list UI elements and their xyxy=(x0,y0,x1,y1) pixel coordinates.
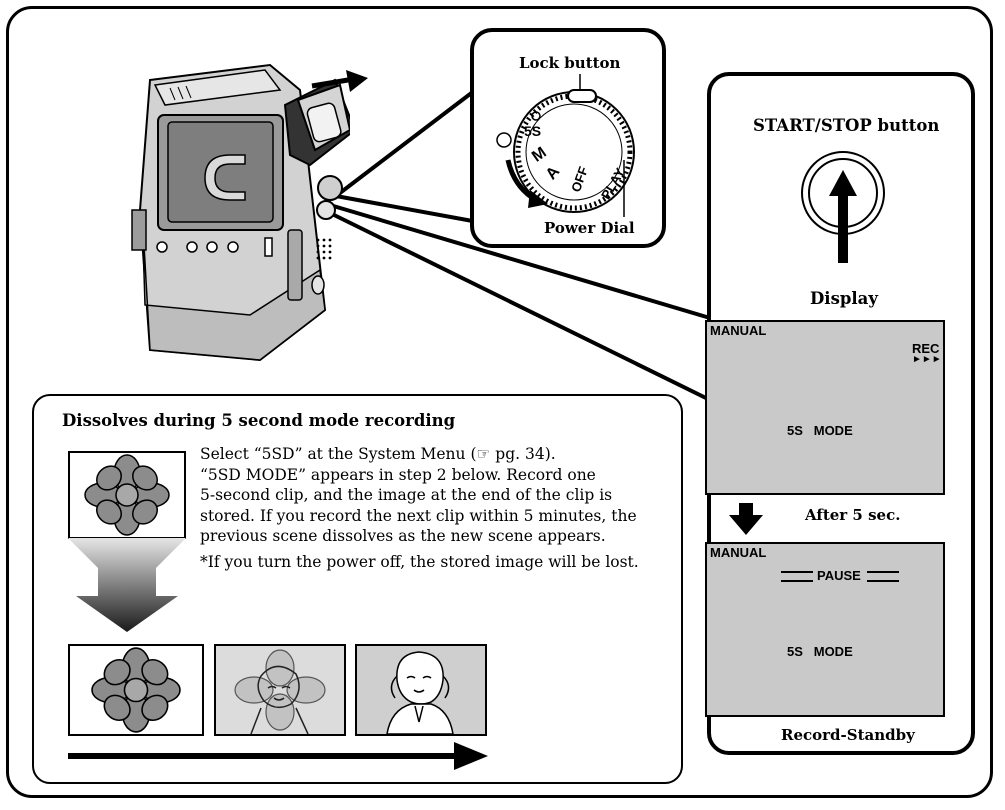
lcd-rec-text: REC xyxy=(912,341,940,356)
after-5sec-label: After 5 sec. xyxy=(805,506,901,524)
power-off-note: *If you turn the power off, the stored i… xyxy=(200,553,639,571)
woman-image-end xyxy=(355,644,487,736)
lcd-5s-mode-text: 5S MODE xyxy=(787,423,853,438)
dissolve-box: Dissolves during 5 second mode recording… xyxy=(32,394,683,784)
lcd-5s-mode-text: 5S MODE xyxy=(787,644,853,659)
power-dial-callout: Lock button Power Dial 5S M A OFF PLAY xyxy=(470,28,666,248)
dissolve-down-arrow-icon xyxy=(68,538,186,632)
dial-mark-5s: 5S xyxy=(524,123,541,139)
start-stop-title: START/STOP button xyxy=(753,116,940,135)
paragraph-line: previous scene dissolves as the new scen… xyxy=(200,527,606,545)
display-title: Display xyxy=(810,289,878,308)
down-arrow-icon xyxy=(729,503,763,535)
dissolve-image-mid xyxy=(214,644,346,736)
display-panel: START/STOP button Display MANUAL REC ►►►… xyxy=(705,72,975,755)
pause-bar-left xyxy=(781,571,813,582)
page-frame xyxy=(6,6,993,798)
paragraph-line: “5SD MODE” appears in step 2 below. Reco… xyxy=(200,465,596,484)
lcd-rec-arrows: ►►► xyxy=(912,354,942,365)
flower-image-start xyxy=(68,644,204,736)
timeline-arrow-icon xyxy=(68,742,488,770)
flower-image-top xyxy=(68,451,186,539)
pause-bar-right xyxy=(867,571,899,582)
paragraph-line: stored. If you record the next clip with… xyxy=(200,506,637,525)
paragraph-line: Select “5SD” at the System Menu (☞ pg. 3… xyxy=(200,445,556,463)
start-stop-button-icon xyxy=(801,151,885,263)
camcorder-illustration xyxy=(131,63,350,362)
dissolve-heading: Dissolves during 5 second mode recording xyxy=(62,411,456,430)
record-standby-caption: Record-Standby xyxy=(781,726,915,744)
power-dial-label: Power Dial xyxy=(544,219,635,237)
lcd-screen-recording: MANUAL REC ►►► 5S MODE xyxy=(705,320,945,495)
lcd-mode-text: MANUAL xyxy=(710,323,767,338)
lock-button-label: Lock button xyxy=(519,54,621,72)
power-dial-icon: 5S M A OFF PLAY xyxy=(496,74,635,217)
lcd-mode-text: MANUAL xyxy=(710,545,767,560)
dissolve-paragraph: Select “5SD” at the System Menu (☞ pg. 3… xyxy=(200,444,676,547)
paragraph-line: 5-second clip, and the image at the end … xyxy=(200,486,613,504)
lcd-screen-standby: MANUAL PAUSE 5S MODE xyxy=(705,542,945,717)
lcd-pause-text: PAUSE xyxy=(817,568,861,583)
slide-arrow-icon xyxy=(311,70,368,92)
